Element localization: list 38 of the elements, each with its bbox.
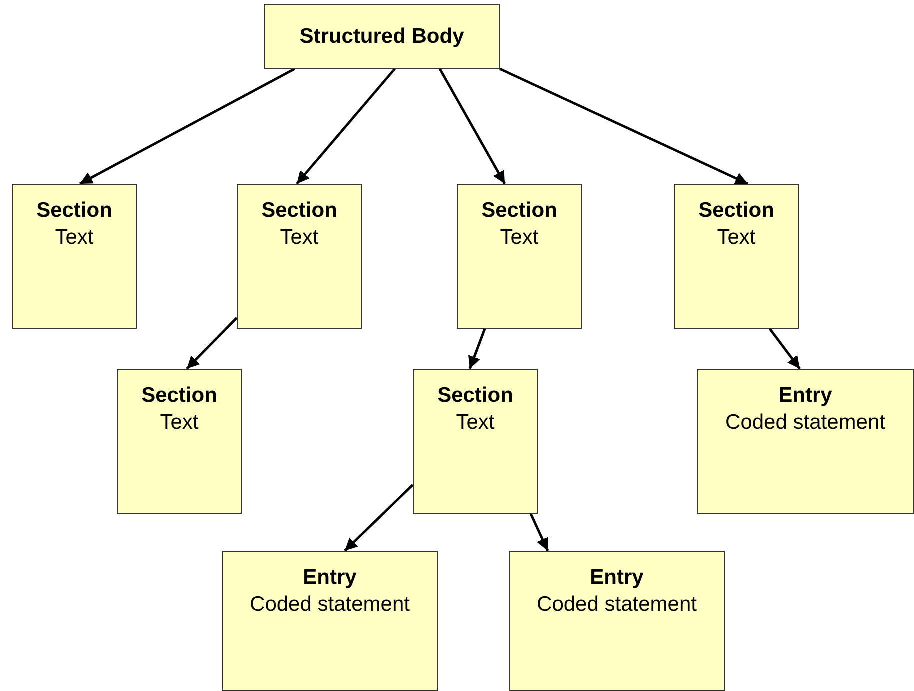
box-text: Text bbox=[456, 410, 495, 436]
arrow bbox=[530, 513, 550, 552]
box-text: Coded statement bbox=[537, 592, 697, 618]
box-text: Text bbox=[160, 410, 199, 436]
box-heading: Entry bbox=[303, 565, 357, 591]
box-text: Text bbox=[717, 225, 756, 252]
arrow bbox=[186, 317, 238, 370]
box-text: Text bbox=[500, 225, 539, 252]
box-text: Coded statement bbox=[250, 592, 410, 618]
tree-box bbox=[457, 184, 582, 329]
tree-box bbox=[117, 369, 242, 514]
arrow bbox=[344, 484, 414, 552]
box-text: Text bbox=[280, 225, 319, 252]
tree-box bbox=[674, 184, 799, 329]
arrow bbox=[438, 68, 506, 185]
arrow bbox=[468, 328, 486, 370]
tree-box bbox=[697, 369, 914, 514]
box-text: Text bbox=[55, 225, 94, 252]
box-heading: Section bbox=[142, 383, 218, 409]
arrow bbox=[79, 68, 296, 186]
box-heading: Entry bbox=[778, 383, 832, 409]
tree-box bbox=[222, 551, 438, 691]
tree-box bbox=[264, 4, 500, 69]
box-heading: Section bbox=[482, 198, 558, 224]
arrow bbox=[769, 328, 801, 370]
box-heading: Section bbox=[698, 198, 774, 224]
box-text: Coded statement bbox=[726, 410, 886, 436]
box-heading: Section bbox=[262, 198, 338, 224]
box-heading: Entry bbox=[590, 565, 644, 591]
tree-box bbox=[237, 184, 362, 329]
box-heading: Section bbox=[36, 198, 112, 224]
arrow bbox=[296, 68, 396, 185]
tree-box bbox=[413, 369, 538, 514]
arrow bbox=[499, 68, 749, 186]
box-heading: Structured Body bbox=[300, 24, 464, 50]
tree-box bbox=[12, 184, 137, 329]
tree-box bbox=[509, 551, 725, 691]
box-heading: Section bbox=[438, 383, 514, 409]
